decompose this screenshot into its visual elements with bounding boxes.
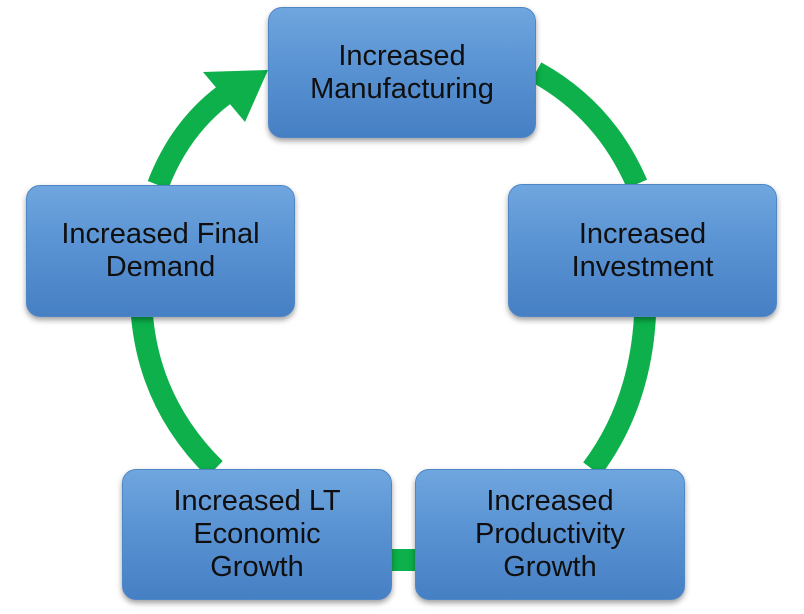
node-increased-final-demand: Increased Final Demand [26,185,295,317]
arrow-final-demand-to-manufacturing [147,86,231,190]
node-increased-lt-economic-growth: Increased LT Economic Growth [122,469,392,600]
arrow-head-icon [203,70,268,122]
node-increased-manufacturing: Increased Manufacturing [268,7,536,138]
node-label-investment: Increased Investment [571,217,714,283]
node-increased-investment: Increased Investment [508,184,777,317]
arrow-lt-growth-to-final-demand [131,314,223,477]
node-label-lt-growth: Increased LT Economic Growth [173,485,341,583]
arrow-manufacturing-to-investment [530,62,648,189]
arrow-investment-to-productivity [583,315,656,476]
node-label-productivity: Increased Productivity Growth [475,485,625,583]
node-increased-productivity-growth: Increased Productivity Growth [415,469,685,600]
node-label-final-demand: Increased Final Demand [61,218,260,283]
node-label-manufacturing: Increased Manufacturing [310,39,494,105]
